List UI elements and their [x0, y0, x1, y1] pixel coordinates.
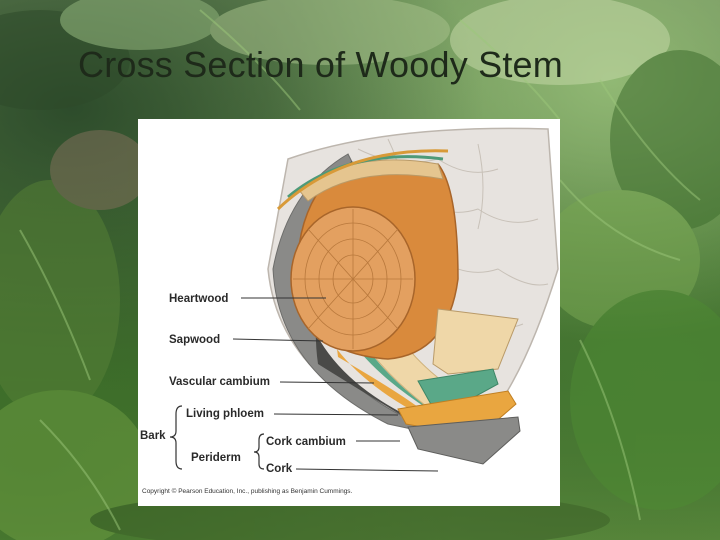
vascular-cambium-ring [328, 179, 438, 415]
bark-label: Bark [140, 430, 166, 442]
leader-cork [295, 468, 439, 472]
cork-label: Cork [266, 463, 293, 475]
sapwood-slab [432, 308, 519, 375]
stem-diagram: Heartwood Sapwood Vascular cambium Livin… [138, 119, 560, 506]
vascular-cambium-label: Vascular cambium [169, 376, 270, 388]
leader-living-phloem [273, 413, 399, 416]
heartwood-label: Heartwood [169, 293, 229, 305]
bark-brace [169, 405, 183, 470]
slide-title: Cross Section of Woody Stem [78, 44, 563, 85]
leader-sapwood [232, 338, 324, 342]
periderm-label: Periderm [191, 452, 241, 464]
living-phloem-label: Living phloem [186, 408, 264, 420]
leader-vascular-cambium [279, 381, 375, 384]
sapwood-label: Sapwood [169, 334, 221, 346]
periderm-brace [253, 433, 265, 470]
cork-slab [407, 416, 521, 465]
stem-illustration [169, 127, 559, 472]
cork-cambium-label: Cork cambium [266, 436, 346, 448]
copyright-notice: Copyright © Pearson Education, Inc., pub… [142, 488, 353, 495]
